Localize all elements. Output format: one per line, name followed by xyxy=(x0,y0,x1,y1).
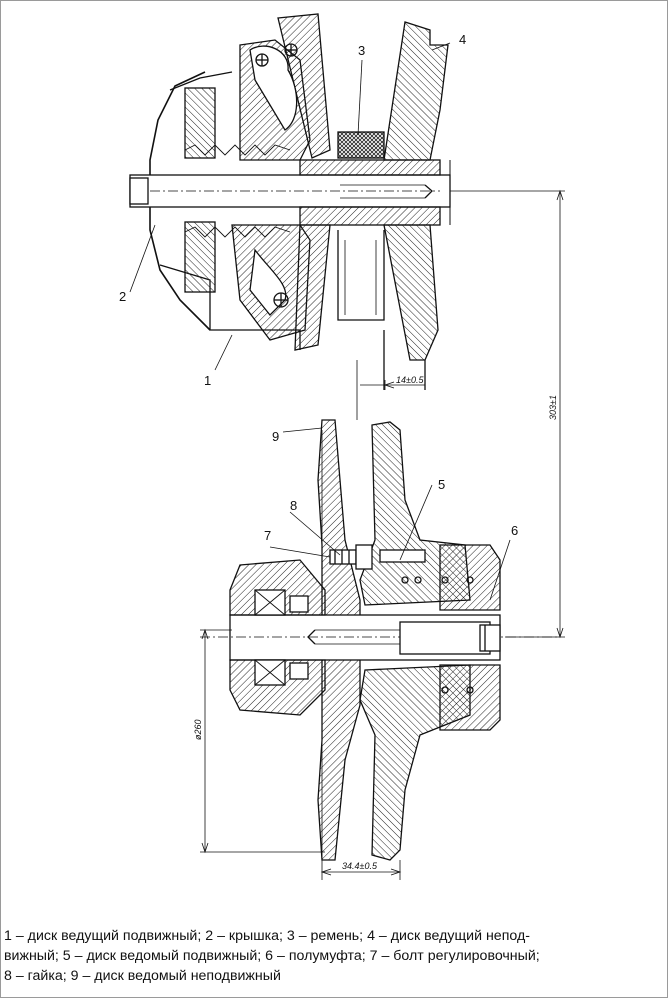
figure-caption: 1 – диск ведущий подвижный; 2 – крышка; … xyxy=(4,926,664,986)
dimension-lines xyxy=(200,189,565,880)
label-4: 4 xyxy=(459,32,466,47)
label-1: 1 xyxy=(204,373,211,388)
dimension-diameter: ø260 xyxy=(193,719,203,740)
label-6: 6 xyxy=(511,523,518,538)
caption-line-3: 8 – гайка; 9 – диск ведомый неподвижный xyxy=(4,968,281,984)
caption-line-2: вижный; 5 – диск ведомый подвижный; 6 – … xyxy=(4,948,540,964)
caption-line-1: 1 – диск ведущий подвижный; 2 – крышка; … xyxy=(4,928,530,944)
label-2: 2 xyxy=(119,289,126,304)
driven-pulley-assembly xyxy=(200,419,560,861)
label-7: 7 xyxy=(264,528,271,543)
driving-pulley-assembly xyxy=(129,13,451,390)
label-9: 9 xyxy=(272,429,279,444)
leader-lines xyxy=(129,42,511,601)
label-5: 5 xyxy=(438,477,445,492)
technical-drawing: 1 2 3 4 5 6 7 8 9 14±0.5 303±1 ø260 34.4… xyxy=(119,13,565,880)
label-8: 8 xyxy=(290,498,297,513)
dimension-offset-top: 14±0.5 xyxy=(396,375,424,385)
label-3: 3 xyxy=(358,43,365,58)
dimension-width-bottom: 34.4±0.5 xyxy=(342,861,378,871)
dimension-center-distance: 303±1 xyxy=(548,395,558,420)
